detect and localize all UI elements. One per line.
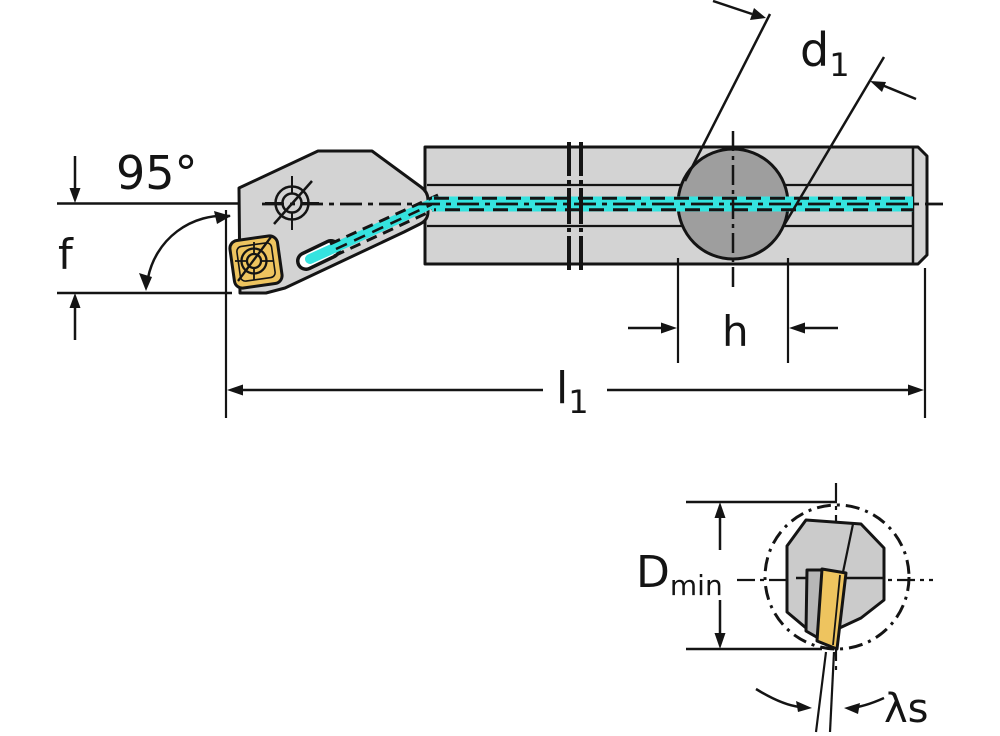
dmin-top-arrowhead xyxy=(714,502,726,518)
dimension-f: f xyxy=(57,156,238,340)
insert-end-edge-line xyxy=(832,574,841,646)
insert-screw-icon xyxy=(235,236,273,282)
insert xyxy=(228,234,284,290)
pocket-slant-line xyxy=(840,523,855,578)
d1-leader-right-shaft xyxy=(881,83,917,101)
coolant-diagonal-lower-dash xyxy=(333,205,441,258)
end-view: Dmin λs xyxy=(636,483,933,733)
insert-end-view xyxy=(815,567,848,651)
d1-leader-right-arrowhead xyxy=(870,81,886,92)
l1-left-arrowhead xyxy=(227,384,243,396)
lambda-right-arrowhead xyxy=(844,703,860,714)
lambda-left-arc-shaft xyxy=(755,687,801,709)
d1-label: d1 xyxy=(800,23,850,84)
angle-arc-bottom-arrowhead xyxy=(139,273,152,291)
angle-arc xyxy=(146,214,231,279)
lambda-left-arrowhead xyxy=(796,701,812,712)
h-left-arrowhead xyxy=(661,322,677,334)
dimension-lambda-s: λs xyxy=(755,651,929,733)
d1-tangent-line-right xyxy=(781,56,886,228)
dimension-l1: l1 xyxy=(227,268,927,421)
f-top-arrowhead xyxy=(69,188,81,203)
d1-leader-left-shaft xyxy=(712,0,753,16)
dimension-d1: d1 xyxy=(683,0,917,228)
l1-label: l1 xyxy=(556,363,589,421)
h-label: h xyxy=(722,307,749,356)
dmin-bore-circle xyxy=(763,503,911,651)
h-right-arrowhead xyxy=(789,322,805,334)
d1-tangent-line-left xyxy=(683,13,772,182)
d1-leader-left-arrowhead xyxy=(750,8,766,20)
angle-arc-top-arrowhead xyxy=(214,211,231,224)
lambda-reference-line xyxy=(828,651,836,733)
lambda-s-label: λs xyxy=(884,686,929,732)
clamp-screw-icon xyxy=(265,176,319,230)
insert-body xyxy=(228,234,284,290)
lambda-tilted-line xyxy=(814,651,828,733)
dmin-bottom-arrowhead xyxy=(714,633,726,649)
f-label: f xyxy=(58,230,74,279)
front-view xyxy=(228,131,943,295)
dmin-label: Dmin xyxy=(636,547,723,602)
dimension-dmin: Dmin xyxy=(636,500,837,651)
approach-angle-label: 95° xyxy=(116,146,198,200)
f-bottom-arrowhead xyxy=(69,293,81,308)
l1-right-arrowhead xyxy=(908,384,924,396)
dimension-h: h xyxy=(628,258,838,363)
dimensions-front: f 95° d1 h xyxy=(57,0,927,421)
dimension-approach-angle: 95° xyxy=(116,146,231,418)
